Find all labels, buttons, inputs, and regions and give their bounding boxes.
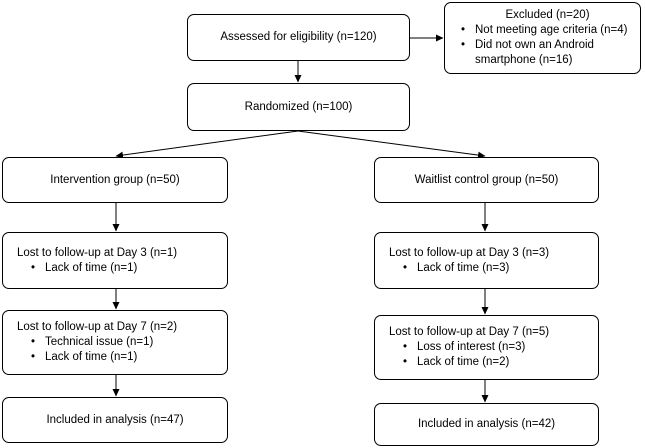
intervention-group-label: Intervention group (n=50)	[50, 173, 180, 186]
control-group-box: Waitlist control group (n=50)	[374, 157, 599, 203]
intervention-day3-box: Lost to follow-up at Day 3 (n=1) Lack of…	[2, 232, 228, 289]
intervention-day7-reasons: Technical issue (n=1) Lack of time (n=1)	[17, 335, 227, 365]
control-day7-box: Lost to follow-up at Day 7 (n=5) Loss of…	[374, 315, 599, 380]
control-analysis-label: Included in analysis (n=42)	[417, 418, 556, 430]
excluded-box: Excluded (n=20) Not meeting age criteria…	[444, 2, 641, 74]
control-day7-reasons: Loss of interest (n=3) Lack of time (n=2…	[389, 340, 598, 370]
randomized-label: Randomized (n=100)	[244, 100, 353, 113]
control-group-label: Waitlist control group (n=50)	[414, 173, 559, 186]
intervention-day7-title: Lost to follow-up at Day 7 (n=2)	[17, 321, 178, 333]
excluded-reason-item: Did not own an Android smartphone (n=16)	[457, 38, 625, 68]
excluded-title: Excluded (n=20)	[505, 9, 590, 21]
intervention-group-box: Intervention group (n=50)	[2, 157, 228, 203]
control-day3-box: Lost to follow-up at Day 3 (n=3) Lack of…	[374, 232, 599, 289]
randomized-box: Randomized (n=100)	[187, 83, 410, 131]
control-day3-title: Lost to follow-up at Day 3 (n=3)	[389, 246, 550, 259]
excluded-reason-item: Not meeting age criteria (n=4)	[457, 23, 640, 38]
intervention-day7-box: Lost to follow-up at Day 7 (n=2) Technic…	[2, 310, 228, 375]
arrow-randomized-to-intervention	[115, 130, 299, 159]
assessed-box: Assessed for eligibility (n=120)	[187, 14, 410, 61]
intervention-analysis-box: Included in analysis (n=47)	[2, 397, 228, 443]
control-day7-reason-item: Lack of time (n=2)	[399, 355, 598, 370]
control-day7-title: Lost to follow-up at Day 7 (n=5)	[389, 326, 550, 338]
intervention-day3-title: Lost to follow-up at Day 3 (n=1)	[17, 246, 178, 259]
assessed-label: Assessed for eligibility (n=120)	[220, 31, 377, 43]
arrow-randomized-to-control	[297, 130, 486, 159]
control-day3-reason-item: Lack of time (n=3)	[399, 261, 598, 276]
intervention-day7-reason-item: Lack of time (n=1)	[27, 350, 227, 365]
intervention-day7-reason-item: Technical issue (n=1)	[27, 335, 227, 350]
control-day3-reasons: Lack of time (n=3)	[389, 261, 598, 276]
intervention-day3-reason-item: Lack of time (n=1)	[27, 261, 227, 276]
intervention-analysis-label: Included in analysis (n=47)	[46, 413, 184, 426]
control-day7-reason-item: Loss of interest (n=3)	[399, 340, 598, 355]
excluded-reasons: Not meeting age criteria (n=4) Did not o…	[455, 23, 640, 68]
control-analysis-box: Included in analysis (n=42)	[374, 403, 599, 446]
intervention-day3-reasons: Lack of time (n=1)	[17, 261, 227, 276]
